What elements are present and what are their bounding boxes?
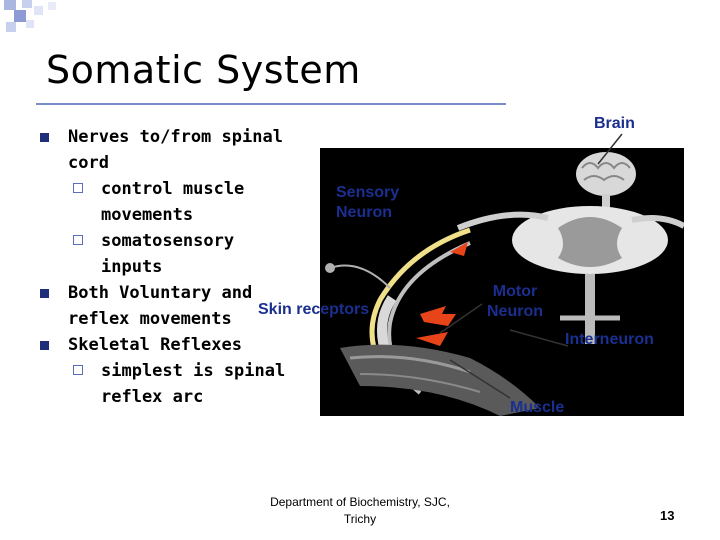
sub-bullet-item: simplest is spinal reflex arc <box>40 358 300 410</box>
bullet-text: somatosensory inputs <box>101 231 235 277</box>
slide-title: Somatic System <box>46 48 361 92</box>
motor-neuron-label: Motor Neuron <box>487 283 543 320</box>
bullet-item: Both Voluntary and reflex movements <box>40 280 300 332</box>
sub-bullet-item: somatosensory inputs <box>40 228 300 280</box>
hollow-square-bullet-icon <box>73 183 83 193</box>
bullet-text: control muscle movements <box>101 179 245 225</box>
square-bullet-icon <box>40 341 49 350</box>
skin-receptors-label: Skin receptors <box>258 301 370 318</box>
bullet-list: Nerves to/from spinal cord control muscl… <box>40 124 300 410</box>
title-underline <box>36 103 506 105</box>
hollow-square-bullet-icon <box>73 365 83 375</box>
square-bullet-icon <box>40 289 49 298</box>
bullet-text: Both Voluntary and reflex movements <box>68 283 253 329</box>
interneuron-label: Interneuron <box>565 331 654 348</box>
bullet-item: Skeletal Reflexes <box>40 332 300 358</box>
slide-footer: Department of Biochemistry, SJC, Trichy <box>270 495 450 526</box>
bullet-item: Nerves to/from spinal cord <box>40 124 300 176</box>
reflex-arc-illustration <box>320 148 684 416</box>
sensory-neuron-label: Sensory Neuron <box>336 184 400 221</box>
square-bullet-icon <box>40 133 49 142</box>
reflex-arc-drawing <box>325 152 684 416</box>
brain-label: Brain <box>594 115 635 132</box>
page-number: 13 <box>660 508 675 523</box>
corner-decoration <box>4 0 56 32</box>
bullet-text: Skeletal Reflexes <box>68 335 242 355</box>
muscle-label: Muscle <box>510 399 565 416</box>
spinal-cord-cross-section <box>456 206 684 344</box>
bullet-text: Nerves to/from spinal cord <box>68 127 283 173</box>
bullet-text: simplest is spinal reflex arc <box>101 361 286 407</box>
sub-bullet-item: control muscle movements <box>40 176 300 228</box>
hollow-square-bullet-icon <box>73 235 83 245</box>
